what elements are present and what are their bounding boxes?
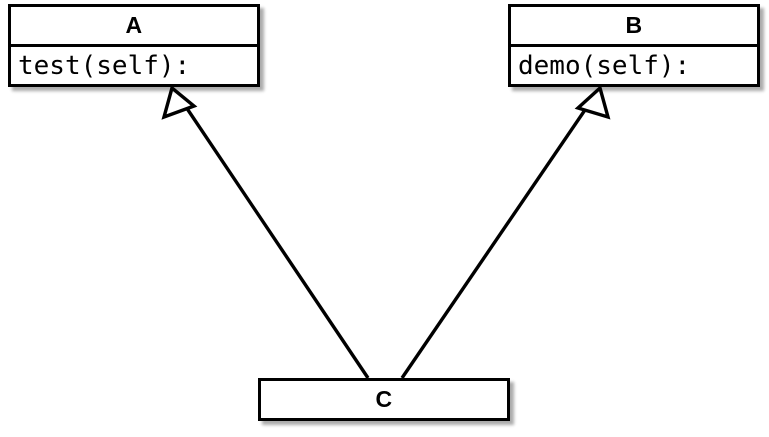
uml-class-a[interactable]: A test(self): xyxy=(8,4,260,87)
class-c-name: C xyxy=(375,386,393,412)
class-a-member-test: test(self): xyxy=(11,44,257,84)
class-b-member-demo: demo(self): xyxy=(511,44,757,84)
class-b-name: B xyxy=(625,12,643,38)
uml-class-c[interactable]: C xyxy=(258,378,510,421)
uml-class-b[interactable]: B demo(self): xyxy=(508,4,760,87)
generalization-edge-c-to-a[interactable] xyxy=(161,85,370,379)
generalization-edge-c-to-b[interactable] xyxy=(400,84,611,379)
generalization-line-c-to-a xyxy=(184,106,370,379)
generalization-line-c-to-b xyxy=(400,106,589,379)
hollow-triangle-arrowhead-b xyxy=(574,84,611,120)
hollow-triangle-arrowhead-a xyxy=(161,85,198,120)
class-a-name: A xyxy=(125,12,143,38)
